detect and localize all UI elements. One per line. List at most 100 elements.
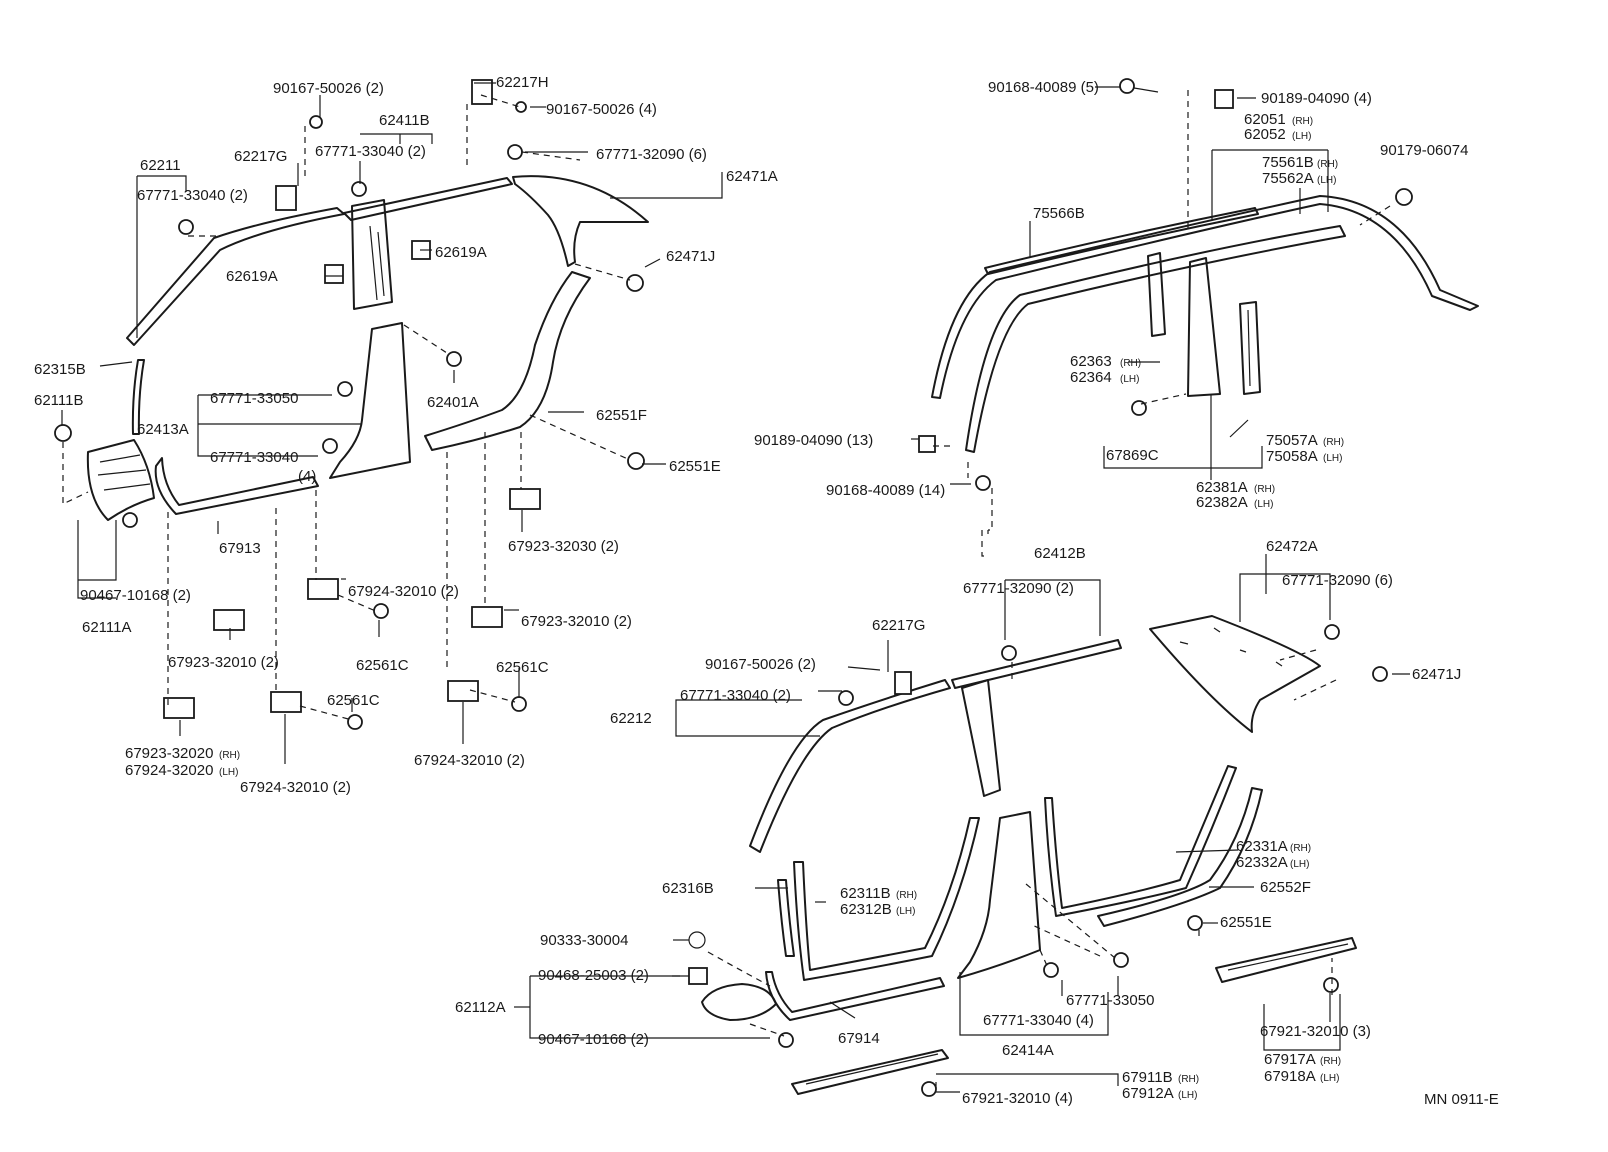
label-67771-33040-b: 67771-33040 — [210, 449, 298, 466]
bracket-icon — [894, 671, 912, 695]
clip-icon — [778, 1032, 794, 1048]
label-qty-4: (4) — [298, 468, 316, 485]
label-lh-67918A: (LH) — [1320, 1073, 1339, 1084]
label-67921-32010-3: 67921-32010 (3) — [1260, 1023, 1371, 1040]
label-62472A: 62472A — [1266, 538, 1318, 555]
bracket-icon — [324, 264, 344, 284]
label-rh-67917A: (RH) — [1320, 1056, 1341, 1067]
clip-icon — [838, 690, 854, 706]
quarter-trim-upper — [512, 175, 649, 267]
label-67924-32010-b: 67924-32010 (2) — [240, 779, 351, 796]
label-62217H: 62217H — [496, 74, 549, 91]
retainer-icon — [213, 609, 245, 631]
label-67924-32020: 67924-32020 — [125, 762, 213, 779]
part-labels: 90167-50026 (2) 62217H 90167-50026 (4) 6… — [34, 74, 1499, 1108]
label-lh-75058A: (LH) — [1323, 453, 1342, 464]
bracket-icon — [688, 967, 708, 985]
label-67921-32010-4: 67921-32010 (4) — [962, 1090, 1073, 1107]
label-67771-33040-bottom: 67771-33040 (2) — [680, 687, 791, 704]
retainer-icon — [447, 680, 479, 702]
center-pillar-upper-right — [1187, 257, 1221, 397]
label-rh-75057A: (RH) — [1323, 437, 1344, 448]
clip-icon — [511, 696, 527, 712]
label-67924-32010-c: 67924-32010 (2) — [414, 752, 525, 769]
label-90167-50026: 90167-50026 (2) — [273, 80, 384, 97]
label-lh-62332A: (LH) — [1290, 859, 1309, 870]
clip-icon — [347, 714, 363, 730]
clip-icon — [1131, 400, 1147, 416]
label-67923-32010-b: 67923-32010 (2) — [168, 654, 279, 671]
label-62412B: 62412B — [1034, 545, 1086, 562]
label-67869C: 67869C — [1106, 447, 1159, 464]
label-90467-10168-bottom: 90467-10168 (2) — [538, 1031, 649, 1048]
retainer-icon — [509, 488, 541, 510]
label-62471A: 62471A — [726, 168, 778, 185]
clip-icon — [1113, 952, 1129, 968]
label-62561C-b: 62561C — [496, 659, 549, 676]
label-lh-75562A: (LH) — [1317, 175, 1336, 186]
label-62051: 62051 — [1244, 111, 1286, 128]
label-62411B: 62411B — [379, 112, 430, 129]
label-62331A: 62331A — [1236, 838, 1288, 855]
label-62111A: 62111A — [82, 619, 132, 636]
label-62363: 62363 — [1070, 353, 1112, 370]
top-left-assembly — [54, 79, 723, 764]
label-67771-33040: 67771-33040 (2) — [315, 143, 426, 160]
nut-icon — [918, 435, 936, 453]
label-62552F: 62552F — [1260, 879, 1311, 896]
label-67923-32030: 67923-32030 (2) — [508, 538, 619, 555]
roof-side-garnish-right — [951, 639, 1122, 689]
label-62619A-b: 62619A — [226, 268, 278, 285]
label-67771-32090-6: 67771-32090 (6) — [1282, 572, 1393, 589]
clip-icon — [178, 219, 194, 235]
retainer-icon — [163, 697, 195, 719]
clip-icon — [322, 438, 338, 454]
nut-icon — [1214, 89, 1234, 109]
clip-icon — [373, 603, 389, 619]
label-62401A: 62401A — [427, 394, 479, 411]
diagram-code: MN 0911-E — [1424, 1091, 1499, 1108]
roof-molding-75566B — [984, 207, 1259, 275]
label-67771-33040-left: 67771-33040 (2) — [137, 187, 248, 204]
bracket-icon — [275, 185, 297, 211]
clip-icon — [337, 381, 353, 397]
label-67918A: 67918A — [1264, 1068, 1316, 1085]
label-62217G-bottom: 62217G — [872, 617, 925, 634]
label-62211: 62211 — [140, 157, 181, 174]
label-90168-40089: 90168-40089 (5) — [988, 79, 1099, 96]
clip-icon — [627, 452, 645, 470]
label-62217G: 62217G — [234, 148, 287, 165]
weatherstrip-62316B — [777, 879, 795, 957]
clip-icon — [626, 274, 644, 292]
label-rh-62331A: (RH) — [1290, 843, 1311, 854]
label-67917A: 67917A — [1264, 1051, 1316, 1068]
label-rh: (RH) — [219, 750, 240, 761]
label-67913: 67913 — [219, 540, 261, 557]
label-67771-33050-bottom: 67771-33050 — [1066, 992, 1154, 1009]
label-67923-32010: 67923-32010 (2) — [521, 613, 632, 630]
label-67924-32010: 67924-32010 (2) — [348, 583, 459, 600]
weatherstrip-75057A — [1239, 301, 1261, 395]
weatherstrip-62331A — [1044, 765, 1237, 917]
label-rh-67911B: (RH) — [1178, 1074, 1199, 1085]
label-lh-67912A: (LH) — [1178, 1090, 1197, 1101]
weatherstrip-62311B — [793, 817, 980, 981]
top-right-assembly — [911, 78, 1479, 531]
scuff-plate-67913 — [154, 457, 319, 515]
retainer-icon — [307, 578, 339, 600]
roof-side-garnish — [343, 177, 513, 221]
quarter-trim-lower-right — [1097, 787, 1263, 927]
bracket-icon — [471, 79, 493, 105]
clip-icon — [309, 115, 323, 129]
retainer-icon — [270, 691, 302, 713]
label-rh-75561B: (RH) — [1317, 159, 1338, 170]
label-67771-33050: 67771-33050 — [210, 390, 298, 407]
label-rh-62381A: (RH) — [1254, 484, 1275, 495]
label-75562A: 75562A — [1262, 170, 1314, 187]
cowl-side-trim — [86, 439, 155, 521]
clip-icon — [1043, 962, 1059, 978]
scuff-plate-67911B — [791, 1049, 949, 1095]
clip-icon — [1001, 645, 1017, 661]
grommet-icon — [688, 931, 706, 949]
label-75057A: 75057A — [1266, 432, 1318, 449]
